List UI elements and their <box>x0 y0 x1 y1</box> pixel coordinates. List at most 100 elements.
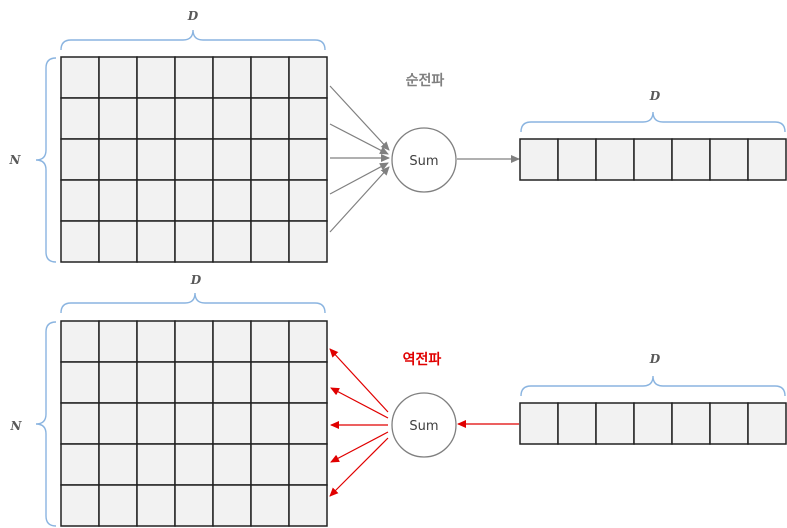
forward-matrix-left-brace <box>35 57 57 263</box>
backward-matrix-cell <box>174 443 214 486</box>
forward-vector-cell <box>671 138 711 181</box>
forward-matrix-cell <box>60 97 100 140</box>
forward-matrix-cell <box>212 97 252 140</box>
backward-vector-brace <box>520 375 786 397</box>
backward-vector-label: D <box>649 352 661 366</box>
backward-matrix-cell <box>98 484 138 527</box>
forward-matrix-cell <box>212 220 252 263</box>
forward-vector-label: D <box>649 89 661 103</box>
backward-matrix <box>60 320 328 527</box>
forward-matrix-cell <box>98 56 138 99</box>
backward-vector <box>519 402 787 445</box>
backward-matrix-cell <box>98 443 138 486</box>
forward-matrix-cell <box>288 220 328 263</box>
forward-sum-label: Sum <box>409 154 438 169</box>
backward-matrix-row-label: N <box>10 419 23 433</box>
forward-matrix-row-label: N <box>9 153 22 167</box>
backward-arrow <box>330 431 389 463</box>
backward-matrix-cell <box>174 361 214 404</box>
forward-matrix-cell <box>136 56 176 99</box>
backward-vector-cell <box>633 402 673 445</box>
forward-matrix-cell <box>250 138 290 181</box>
forward-vector-cell <box>519 138 559 181</box>
backward-matrix-cell <box>174 484 214 527</box>
backward-matrix-cell <box>250 484 290 527</box>
forward-arrow <box>329 85 390 151</box>
backward-matrix-cell <box>250 402 290 445</box>
forward-matrix-cell <box>288 179 328 222</box>
backward-matrix-cell <box>60 402 100 445</box>
backward-output-arrows <box>329 348 389 497</box>
forward-input-arrows <box>329 85 390 233</box>
backward-matrix-cell <box>136 320 176 363</box>
forward-arrow <box>329 162 389 195</box>
forward-vector-cell <box>557 138 597 181</box>
backward-matrix-cell <box>250 320 290 363</box>
forward-vector-cell <box>633 138 673 181</box>
backward-matrix-cell <box>136 361 176 404</box>
backward-matrix-cell <box>174 402 214 445</box>
forward-matrix-cell <box>288 56 328 99</box>
forward-matrix-cell <box>288 138 328 181</box>
backward-matrix-cell <box>60 443 100 486</box>
backward-matrix-cell <box>288 443 328 486</box>
forward-matrix-cell <box>60 138 100 181</box>
forward-vector-brace <box>520 111 786 133</box>
backward-matrix-cell <box>136 402 176 445</box>
backward-vector-cell <box>747 402 787 445</box>
forward-section: D N 순전파 Sum D <box>9 9 787 263</box>
backward-vector-cell <box>671 402 711 445</box>
backward-matrix-cell <box>212 443 252 486</box>
forward-matrix-cell <box>60 56 100 99</box>
forward-matrix-cell <box>174 138 214 181</box>
forward-vector-cell <box>709 138 749 181</box>
forward-matrix-cell <box>98 138 138 181</box>
backward-vector-cell <box>709 402 749 445</box>
backward-matrix-cell <box>288 361 328 404</box>
backward-matrix-cell <box>98 361 138 404</box>
backward-matrix-cell <box>288 320 328 363</box>
forward-matrix-top-brace <box>60 29 326 51</box>
backward-matrix-cell <box>60 484 100 527</box>
forward-matrix-cell <box>288 97 328 140</box>
forward-vector-cell <box>747 138 787 181</box>
backward-matrix-cell <box>212 484 252 527</box>
backward-vector-cell <box>595 402 635 445</box>
forward-arrow <box>329 123 389 155</box>
forward-matrix-cell <box>250 56 290 99</box>
forward-matrix-cell <box>136 138 176 181</box>
backward-matrix-cell <box>174 320 214 363</box>
forward-matrix-cell <box>250 220 290 263</box>
forward-matrix-cell <box>136 97 176 140</box>
forward-arrow <box>329 166 390 233</box>
forward-matrix-cell <box>98 220 138 263</box>
backward-matrix-cell <box>250 361 290 404</box>
backward-arrow <box>330 387 389 419</box>
backward-matrix-cell <box>288 484 328 527</box>
backward-matrix-cell <box>98 402 138 445</box>
backward-matrix-cell <box>288 402 328 445</box>
backward-arrow <box>329 348 389 413</box>
backward-sum-label: Sum <box>409 419 438 434</box>
forward-matrix-cell <box>136 220 176 263</box>
backward-matrix-cell <box>212 320 252 363</box>
forward-matrix-cell <box>60 220 100 263</box>
forward-matrix-cell <box>250 179 290 222</box>
backward-matrix-cell <box>60 361 100 404</box>
forward-matrix-cell <box>174 220 214 263</box>
backward-matrix-cell <box>212 402 252 445</box>
backward-matrix-cell <box>60 320 100 363</box>
backward-arrow <box>329 437 389 497</box>
forward-matrix-col-label: D <box>187 9 199 23</box>
forward-matrix-cell <box>136 179 176 222</box>
forward-matrix-cell <box>60 179 100 222</box>
backward-title: 역전파 <box>403 351 442 368</box>
backward-section: D N 역전파 Sum D <box>10 273 787 527</box>
backward-matrix-left-brace <box>35 321 57 527</box>
backward-sum-node <box>391 392 457 458</box>
backward-vector-cell <box>557 402 597 445</box>
backward-matrix-col-label: D <box>190 273 202 287</box>
forward-matrix-cell <box>174 179 214 222</box>
forward-vector-cell <box>595 138 635 181</box>
forward-matrix-cell <box>98 97 138 140</box>
